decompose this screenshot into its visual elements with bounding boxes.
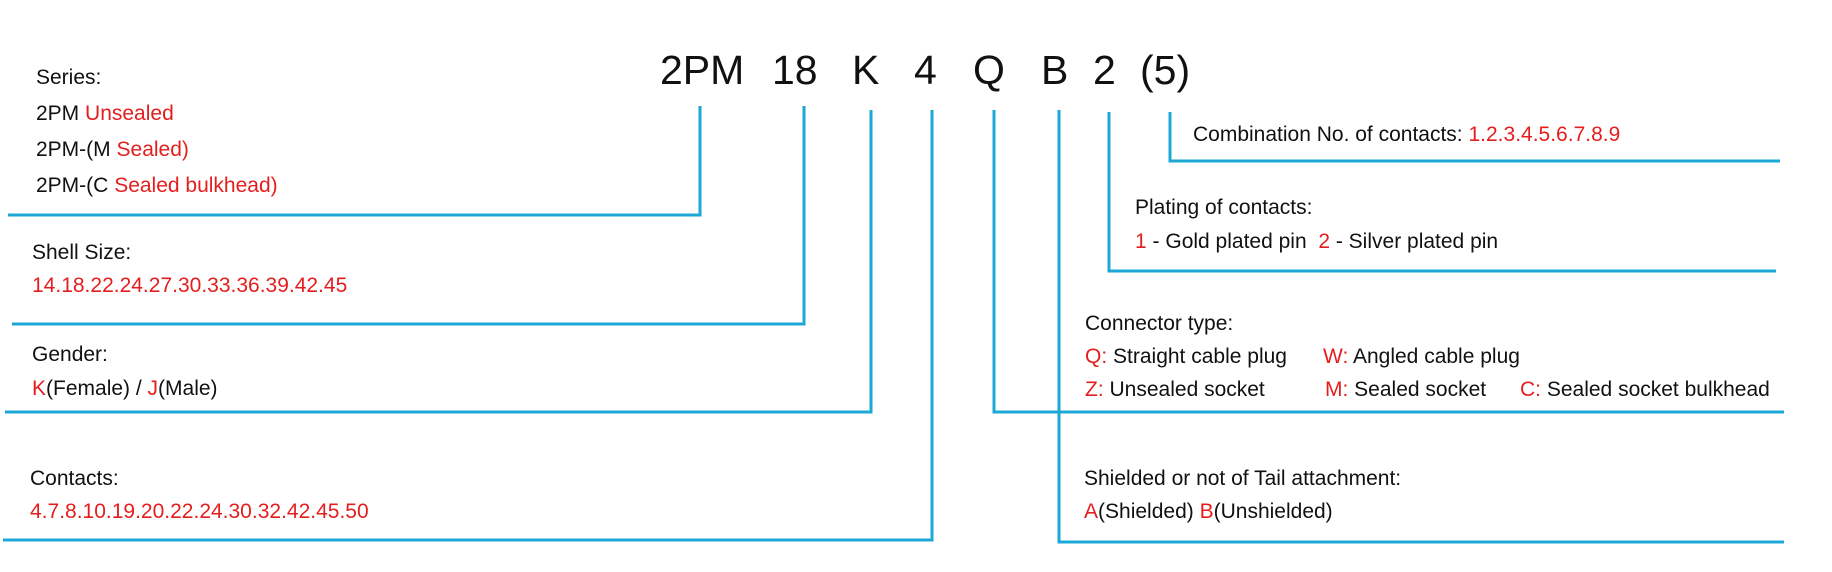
gender-text-female: (Female) / xyxy=(46,377,142,400)
leader-connector-type xyxy=(992,110,1784,414)
connector-type-title: Connector type: xyxy=(1085,312,1234,335)
shield-text-b: (Unshielded) xyxy=(1213,500,1333,523)
shield-code-a: A xyxy=(1084,500,1099,523)
connector-m: M: Sealed socket xyxy=(1325,377,1486,403)
code-shield: B xyxy=(1041,47,1069,93)
leader-combination xyxy=(1168,112,1780,163)
connector-code-q: Q: xyxy=(1085,345,1108,368)
contacts-values: 4.7.8.10.19.20.22.24.30.32.42.45.50 xyxy=(30,500,369,523)
code-plating: 2 xyxy=(1093,47,1116,93)
combination-row: Combination No. of contacts: 1.2.3.4.5.6… xyxy=(1193,122,1620,148)
code-shell-size: 18 xyxy=(772,47,818,93)
shield-code-b: B xyxy=(1199,500,1214,523)
plating-text-silver: - Silver plated pin xyxy=(1335,230,1499,253)
shell-size-title: Shell Size: xyxy=(32,241,132,264)
plating-options: 1 - Gold plated pin 2 - Silver plated pi… xyxy=(1135,229,1498,255)
connector-code-z: Z: xyxy=(1085,378,1104,401)
gender-title: Gender: xyxy=(32,343,108,366)
connector-code-w: W: xyxy=(1323,345,1349,368)
code-connector-type: Q xyxy=(973,47,1005,93)
series-desc: Sealed bulkhead) xyxy=(114,174,278,197)
shield-options: A(Shielded) B(Unshielded) xyxy=(1084,499,1333,525)
plating-code-1: 1 xyxy=(1135,230,1147,253)
series-desc: Sealed) xyxy=(116,138,189,161)
connector-c: C: Sealed socket bulkhead xyxy=(1520,377,1770,403)
code-series: 2PM xyxy=(660,47,745,93)
leader-shell-size xyxy=(12,106,806,326)
gender-text-male: (Male) xyxy=(158,377,218,400)
shield-text-a: (Shielded) xyxy=(1098,500,1194,523)
connector-q: Q: Straight cable plug xyxy=(1085,344,1287,370)
leader-plating xyxy=(1107,112,1776,273)
connector-code-m: M: xyxy=(1325,378,1349,401)
code-contacts: 4 xyxy=(914,47,937,93)
connector-z: Z: Unsealed socket xyxy=(1085,377,1265,403)
gender-code-j: J xyxy=(147,377,159,400)
plating-text-gold: - Gold plated pin xyxy=(1152,230,1307,253)
connector-text-w: Angled cable plug xyxy=(1352,345,1520,368)
series-title: Series: xyxy=(36,66,102,89)
connector-text-q: Straight cable plug xyxy=(1113,345,1287,368)
series-row-unsealed: 2PM Unsealed xyxy=(36,101,174,127)
series-code: 2PM-(M xyxy=(36,138,111,161)
plating-code-2: 2 xyxy=(1318,230,1330,253)
gender-code-k: K xyxy=(32,377,47,400)
connector-text-m: Sealed socket xyxy=(1354,378,1487,401)
shield-title: Shielded or not of Tail attachment: xyxy=(1084,467,1402,490)
connector-text-c: Sealed socket bulkhead xyxy=(1546,378,1770,401)
code-combination: (5) xyxy=(1140,47,1191,93)
shell-size-values: 14.18.22.24.27.30.33.36.39.42.45 xyxy=(32,274,348,297)
series-row-sealed: 2PM-(M Sealed) xyxy=(36,137,189,163)
series-code: 2PM xyxy=(36,102,80,125)
leader-series xyxy=(8,106,702,217)
leader-contacts xyxy=(3,110,934,542)
leader-gender xyxy=(5,110,873,414)
leader-shield xyxy=(1057,110,1784,544)
series-code: 2PM-(C xyxy=(36,174,109,197)
plating-title: Plating of contacts: xyxy=(1135,196,1313,219)
combination-label: Combination No. of contacts: xyxy=(1193,123,1463,146)
contacts-title: Contacts: xyxy=(30,467,119,490)
connector-code-c: C: xyxy=(1520,378,1541,401)
gender-options: K(Female) / J(Male) xyxy=(32,376,218,402)
connector-w: W: Angled cable plug xyxy=(1323,344,1520,370)
connector-text-z: Unsealed socket xyxy=(1109,378,1265,401)
combination-values: 1.2.3.4.5.6.7.8.9 xyxy=(1468,123,1621,146)
series-row-bulkhead: 2PM-(C Sealed bulkhead) xyxy=(36,173,278,199)
series-desc: Unsealed xyxy=(85,102,174,125)
code-gender: K xyxy=(852,47,880,93)
